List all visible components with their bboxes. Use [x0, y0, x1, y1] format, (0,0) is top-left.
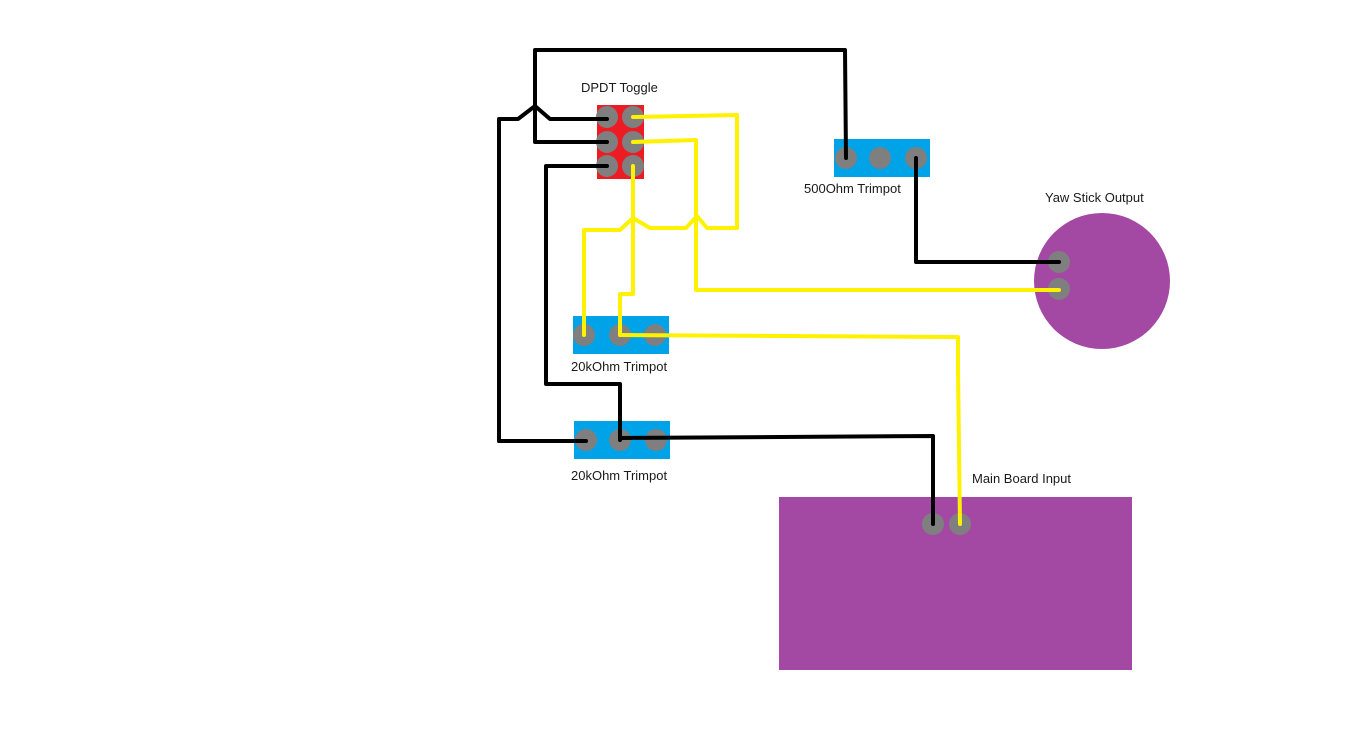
- yaw-stick-output-label: Yaw Stick Output: [1045, 190, 1144, 205]
- yellow-wire: [618, 164, 635, 337]
- trimpot-500ohm-label: 500Ohm Trimpot: [804, 181, 901, 196]
- black-wire: [914, 156, 1061, 264]
- yaw-stick-output: [1034, 213, 1170, 349]
- main-board-input-label: Main Board Input: [972, 471, 1071, 486]
- yellow-wire: [618, 333, 962, 526]
- trimpot-20kohm-lower-label: 20kOhm Trimpot: [571, 468, 667, 483]
- trimpot-20k-lower-pin: [645, 429, 667, 451]
- dpdt-toggle-label: DPDT Toggle: [581, 80, 658, 95]
- yellow-wire: [582, 113, 739, 337]
- black-wire: [533, 48, 848, 160]
- trimpot-500-pin: [869, 147, 891, 169]
- black-wire: [544, 164, 622, 442]
- yellow-wires: [582, 113, 1061, 526]
- black-wire: [497, 104, 609, 443]
- yellow-wire: [631, 138, 1061, 292]
- trimpot-20kohm-upper-label: 20kOhm Trimpot: [571, 359, 667, 374]
- black-wire: [618, 434, 935, 526]
- yaw-stick-body: [1034, 213, 1170, 349]
- black-wires: [497, 48, 1061, 526]
